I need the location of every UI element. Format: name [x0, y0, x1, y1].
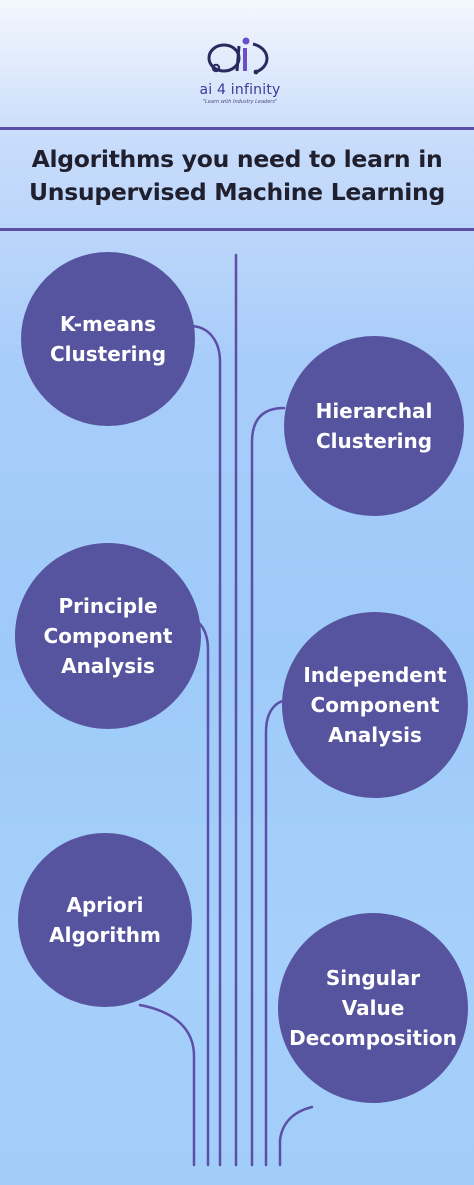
- connector-hierarchal: [250, 406, 286, 1167]
- algorithm-label: Hierarchal Clustering: [315, 399, 433, 453]
- page-title: Algorithms you need to learn in Unsuperv…: [0, 143, 474, 209]
- ai4infinity-logo: ai 4 infinity "Learn with Industry Leade…: [190, 28, 290, 122]
- brand-name: ai 4 infinity: [199, 82, 281, 98]
- algorithm-kmeans: K-means Clustering: [21, 252, 195, 426]
- title-line-2: Unsupervised Machine Learning: [29, 178, 445, 206]
- connector-svd: [278, 1105, 314, 1167]
- algorithm-pca: Principle Component Analysis: [15, 543, 201, 729]
- connector-pca: [188, 618, 210, 1167]
- algorithm-label: Singular Value Decomposition: [289, 966, 457, 1050]
- algorithm-apriori: Apriori Algorithm: [18, 833, 192, 1007]
- algorithm-svd: Singular Value Decomposition: [278, 913, 468, 1103]
- bottom-divider: [0, 228, 474, 231]
- top-divider: [0, 127, 474, 130]
- brand-tagline: "Learn with Industry Leaders": [202, 99, 278, 105]
- title-line-1: Algorithms you need to learn in: [31, 145, 443, 173]
- algorithm-label: Principle Component Analysis: [43, 594, 173, 678]
- algorithm-hierarchal: Hierarchal Clustering: [284, 336, 464, 516]
- algorithm-ica: Independent Component Analysis: [282, 612, 468, 798]
- ai-logo-icon: [207, 37, 269, 75]
- connector-apriori: [138, 1003, 196, 1167]
- algorithm-label: Independent Component Analysis: [303, 663, 447, 747]
- algorithm-label: K-means Clustering: [49, 312, 167, 366]
- algorithm-label: Apriori Algorithm: [49, 893, 161, 947]
- connector-kmeans: [188, 324, 222, 1167]
- connector-ica: [264, 698, 292, 1167]
